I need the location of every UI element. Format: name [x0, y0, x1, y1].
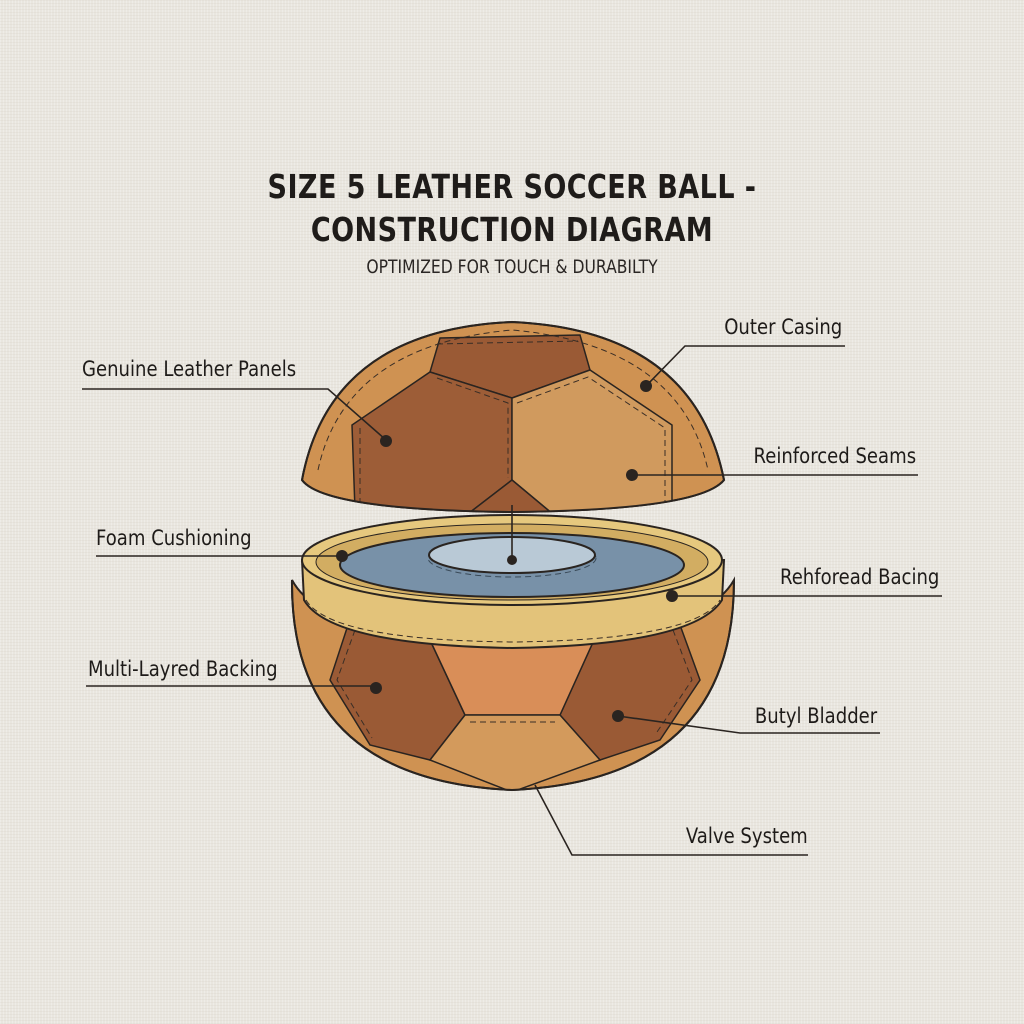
leader-lines [82, 345, 942, 856]
label-reinforced-seams: Reinforced Seams [753, 444, 916, 468]
label-genuine-leather-panels: Genuine Leather Panels [82, 357, 297, 381]
label-reinforced-backing: Rehforead Bacing [779, 565, 939, 589]
diagram-title-line-2: CONSTRUCTION DIAGRAM [310, 210, 714, 249]
top-hemisphere [300, 320, 726, 514]
inner-layers [300, 514, 726, 650]
diagram-subtitle: OPTIMIZED FOR TOUCH & DURABILTY [366, 256, 658, 278]
leader-dots [336, 380, 678, 722]
label-multi-layered-backing: Multi-Layred Backing [88, 657, 278, 681]
diagram-title-line-1: SIZE 5 LEATHER SOCCER BALL - [267, 167, 757, 206]
label-valve-system: Valve System [686, 824, 808, 848]
label-outer-casing: Outer Casing [723, 315, 842, 339]
label-foam-cushioning: Foam Cushioning [96, 526, 252, 550]
label-butyl-bladder: Butyl Bladder [754, 704, 877, 728]
bottom-hemisphere [290, 576, 736, 792]
